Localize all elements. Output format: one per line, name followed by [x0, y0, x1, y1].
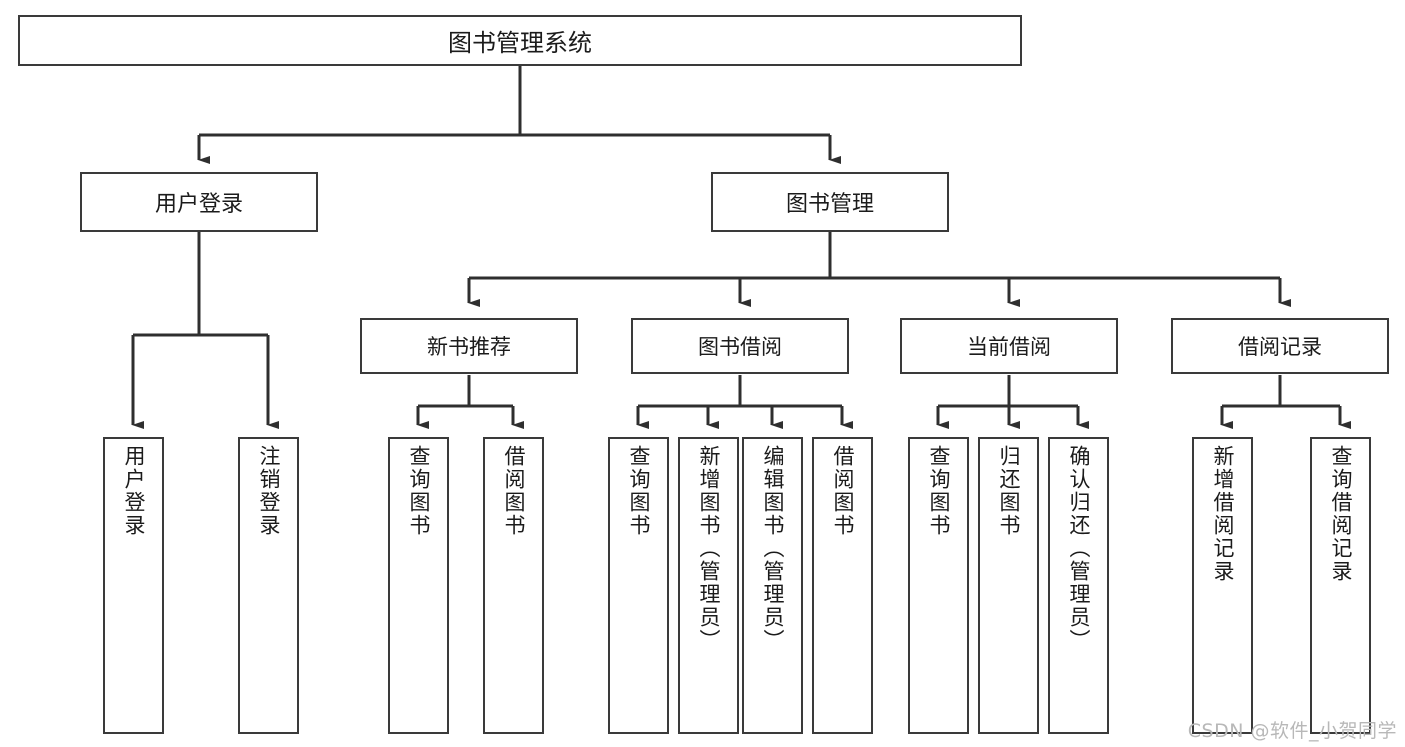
node-borrow-record-label: 借阅记录: [1238, 335, 1322, 359]
node-root-label: 图书管理系统: [448, 29, 592, 57]
node-leaf-query-book-2[interactable]: 查询图书: [608, 437, 669, 734]
node-leaf-return-book[interactable]: 归还图书: [978, 437, 1039, 734]
node-leaf-query-book-2-label: 查询图书: [626, 445, 651, 537]
node-leaf-edit-book-label: 编辑图书（管理员）: [760, 445, 785, 652]
node-book-borrow-label: 图书借阅: [698, 335, 782, 359]
node-root[interactable]: 图书管理系统: [18, 15, 1022, 66]
watermark: CSDN @软件_小贺同学: [1187, 720, 1397, 742]
node-new-book-rec[interactable]: 新书推荐: [360, 318, 578, 374]
node-book-borrow[interactable]: 图书借阅: [631, 318, 849, 374]
node-leaf-query-book-3[interactable]: 查询图书: [908, 437, 969, 734]
node-book-manage[interactable]: 图书管理: [711, 172, 949, 232]
node-leaf-borrow-book-1-label: 借阅图书: [501, 445, 526, 537]
node-leaf-add-book[interactable]: 新增图书（管理员）: [678, 437, 739, 734]
node-leaf-user-logout[interactable]: 注销登录: [238, 437, 299, 734]
node-user-login-label: 用户登录: [154, 192, 243, 217]
node-leaf-borrow-book-2[interactable]: 借阅图书: [812, 437, 873, 734]
node-leaf-return-book-label: 归还图书: [996, 445, 1021, 537]
node-leaf-user-logout-label: 注销登录: [256, 445, 281, 537]
node-leaf-add-record[interactable]: 新增借阅记录: [1192, 437, 1253, 734]
node-current-borrow[interactable]: 当前借阅: [900, 318, 1118, 374]
node-leaf-query-book-1-label: 查询图书: [406, 445, 431, 537]
node-current-borrow-label: 当前借阅: [967, 335, 1051, 359]
node-leaf-edit-book[interactable]: 编辑图书（管理员）: [742, 437, 803, 734]
node-leaf-confirm-return[interactable]: 确认归还（管理员）: [1048, 437, 1109, 734]
node-leaf-borrow-book-2-label: 借阅图书: [830, 445, 855, 537]
node-leaf-borrow-book-1[interactable]: 借阅图书: [483, 437, 544, 734]
node-leaf-query-book-1[interactable]: 查询图书: [388, 437, 449, 734]
node-leaf-query-record-label: 查询借阅记录: [1328, 445, 1353, 583]
node-borrow-record[interactable]: 借阅记录: [1171, 318, 1389, 374]
node-leaf-add-record-label: 新增借阅记录: [1210, 445, 1235, 583]
node-new-book-rec-label: 新书推荐: [427, 335, 511, 359]
node-leaf-user-login[interactable]: 用户登录: [103, 437, 164, 734]
node-leaf-add-book-label: 新增图书（管理员）: [696, 445, 721, 652]
node-book-manage-label: 图书管理: [785, 192, 874, 217]
node-leaf-query-book-3-label: 查询图书: [926, 445, 951, 537]
node-leaf-confirm-return-label: 确认归还（管理员）: [1066, 445, 1091, 652]
node-leaf-query-record[interactable]: 查询借阅记录: [1310, 437, 1371, 734]
node-leaf-user-login-label: 用户登录: [121, 445, 146, 537]
node-user-login[interactable]: 用户登录: [80, 172, 318, 232]
